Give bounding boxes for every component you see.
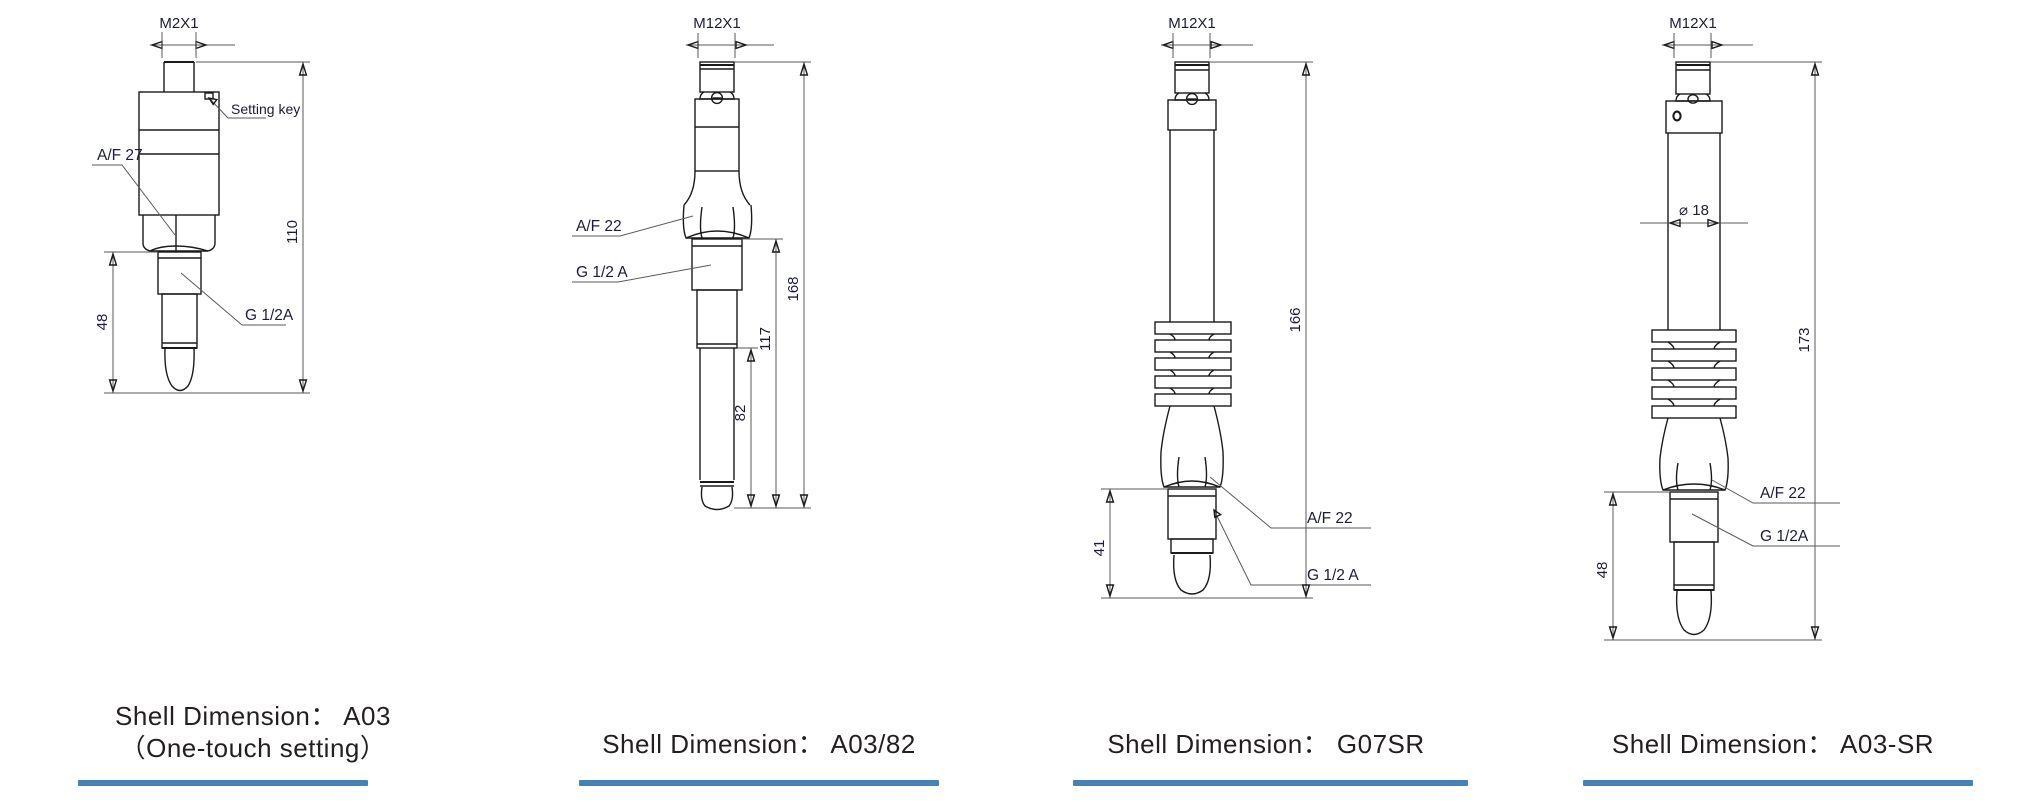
g12a-label: G 1/2 A <box>576 264 628 281</box>
g12a-label: G 1/2 A <box>1307 567 1359 584</box>
sensor-housing <box>1665 100 1723 330</box>
dim-166-value: 166 <box>1287 307 1304 332</box>
drawing-a03-82: M12X1 <box>506 0 1012 690</box>
drawing-panel-a03-sr: M12X1 ⌀ 18 <box>1520 0 2026 812</box>
caption-rule <box>78 780 368 786</box>
af22-label: A/F 22 <box>576 218 622 235</box>
leader-af22: A/F 22 <box>1711 479 1840 504</box>
drawing-a03-sr: M12X1 ⌀ 18 <box>1520 0 2026 690</box>
leader-af22: A/F 22 <box>572 215 694 237</box>
drawing-panel-a03-one-touch: M2X1 <box>0 0 506 812</box>
setting-key-label: Setting key <box>231 101 300 117</box>
dimension-82: 82 <box>732 347 758 509</box>
drawing-a03-one-touch: M2X1 <box>0 0 506 690</box>
process-connection-g12a <box>1669 491 1719 636</box>
g12a-label: G 1/2A <box>1760 528 1809 545</box>
cooling-fins <box>1154 321 1232 407</box>
dim-48-value: 48 <box>1594 562 1611 579</box>
dim-110-value: 110 <box>284 220 301 244</box>
screw-slot <box>710 91 724 105</box>
leader-af22: A/F 22 <box>1209 476 1371 529</box>
thread-label: M12X1 <box>1669 15 1717 32</box>
caption-line-1: Shell Dimension： A03 <box>115 701 391 731</box>
af27-label: A/F 27 <box>97 147 143 164</box>
m12-connector <box>1174 61 1210 106</box>
dimension-168: 168 <box>734 61 811 509</box>
caption-g07sr: Shell Dimension： G07SR <box>1013 728 1519 760</box>
hex-af22 <box>1160 405 1224 488</box>
dim-41-value: 41 <box>1091 540 1108 557</box>
caption-a03-sr: Shell Dimension： A03-SR <box>1520 728 2026 760</box>
thread-label: M12X1 <box>1168 15 1216 32</box>
cooling-fins <box>1651 329 1737 419</box>
caption-rule <box>1073 780 1468 786</box>
drawing-panel-g07sr: M12X1 <box>1013 0 1519 812</box>
hex-af22 <box>1659 417 1729 491</box>
caption-rule <box>579 780 939 786</box>
caption-line-1: Shell Dimension： G07SR <box>1107 729 1425 759</box>
thread-label: M12X1 <box>693 15 741 32</box>
drawing-panel-a03-82: M12X1 <box>506 0 1012 812</box>
drawing-g07sr: M12X1 <box>1013 0 1519 690</box>
sensor-housing <box>683 98 751 206</box>
screw-slot <box>1185 92 1199 106</box>
leader-g12a: G 1/2 A <box>1213 508 1371 586</box>
m12-connector <box>1675 61 1711 104</box>
dim-48-value: 48 <box>94 314 111 331</box>
dimension-48: 48 <box>94 251 167 394</box>
hex-af22 <box>682 204 753 239</box>
m12-connector <box>699 61 735 105</box>
caption-a03-82: Shell Dimension： A03/82 <box>506 728 1012 760</box>
thread-dimension-m12x1: M12X1 <box>685 15 774 58</box>
thread-dimension-m12x1: M12X1 <box>1160 15 1253 58</box>
caption-line-1: Shell Dimension： A03/82 <box>602 729 916 759</box>
dimension-48: 48 <box>1594 491 1714 641</box>
af22-label: A/F 22 <box>1760 485 1806 502</box>
dim-82-value: 82 <box>732 405 749 422</box>
leader-g12a: G 1/2A <box>180 272 294 326</box>
thread-label: M2X1 <box>159 15 198 32</box>
dim-117-value: 117 <box>757 327 774 351</box>
dim-173-value: 173 <box>1796 327 1813 352</box>
caption-rule <box>1583 780 1973 786</box>
dim-168-value: 168 <box>785 276 802 301</box>
dimension-166: 166 <box>1210 61 1313 599</box>
hex-af27 <box>142 215 216 252</box>
sensor-housing <box>1167 99 1217 322</box>
process-connection-g12a <box>691 238 743 511</box>
dimension-41: 41 <box>1091 488 1213 599</box>
caption-a03-one-touch: Shell Dimension： A03 （One-touch setting） <box>0 700 506 764</box>
leader-g12a: G 1/2 A <box>572 264 712 283</box>
caption-line-1: Shell Dimension： A03-SR <box>1611 729 1935 759</box>
process-connection-g12a <box>1167 488 1217 595</box>
g12a-label: G 1/2A <box>245 307 294 324</box>
leader-setting-key: Setting key <box>207 96 300 119</box>
thread-dimension-m12x1: M12X1 <box>1661 15 1753 58</box>
process-connection-g12a <box>157 251 202 392</box>
af22-label: A/F 22 <box>1307 510 1353 527</box>
dimension-diameter-18: ⌀ 18 <box>1640 202 1748 228</box>
connector-stem <box>163 60 195 92</box>
side-hole <box>1672 110 1682 122</box>
sensor-housing <box>138 91 220 216</box>
thread-dimension-m2x1: M2X1 <box>149 15 235 58</box>
caption-line-2: （One-touch setting） <box>119 733 387 763</box>
vent-hole <box>1687 94 1699 104</box>
leader-g12a: G 1/2A <box>1691 513 1840 547</box>
dimension-173: 173 <box>1711 61 1822 641</box>
dimension-110: 110 <box>167 61 310 394</box>
dim-d18-value: ⌀ 18 <box>1679 202 1709 219</box>
dimension-117: 117 <box>734 238 783 509</box>
leader-af27: A/F 27 <box>92 147 176 236</box>
